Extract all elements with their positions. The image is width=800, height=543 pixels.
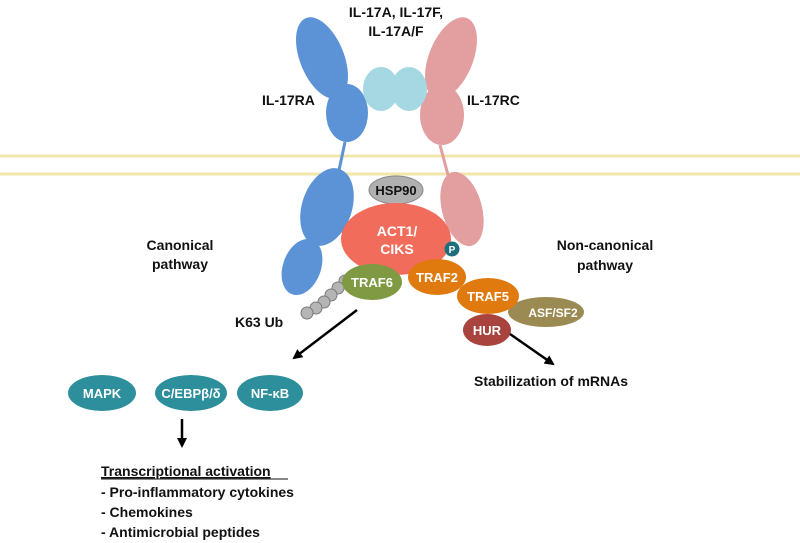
- asf-sf2-label: ASF/SF2: [528, 306, 578, 320]
- noncanonical-arrow: [509, 332, 555, 366]
- nfkb-label: NF-κB: [251, 386, 289, 401]
- il17rc-transmembrane: [438, 144, 450, 176]
- k63-ub-label: K63 Ub: [235, 314, 283, 330]
- mapk-label: MAPK: [83, 386, 122, 401]
- ligand-left-subunit: [363, 67, 399, 111]
- traf6-label: TRAF6: [351, 275, 393, 290]
- ligand-right-subunit: [391, 67, 427, 111]
- cebp-label: C/EBPβ/δ: [161, 386, 220, 401]
- hur-protein: [463, 314, 511, 346]
- il17rc-middle-domain: [420, 85, 464, 145]
- traf2-protein: [408, 259, 466, 295]
- act1-ciks-protein: [341, 203, 451, 275]
- il17rc-intracellular-domain: [440, 171, 484, 247]
- nfkb-node: [237, 375, 303, 411]
- outcome-item: - Pro-inflammatory cytokines: [101, 484, 294, 500]
- il17ra-middle-domain: [326, 84, 368, 142]
- cebp-node: [155, 375, 227, 411]
- hur-label: HUR: [473, 323, 502, 338]
- canonical-label-line2: pathway: [152, 256, 208, 272]
- il17rc-label: IL-17RC: [467, 92, 520, 108]
- noncanonical-label-line1: Non-canonical: [557, 237, 653, 253]
- act1-label-line2: CIKS: [380, 241, 413, 257]
- stabilization-label: Stabilization of mRNAs: [474, 373, 628, 389]
- il17ra-intracellular-domain: [300, 168, 354, 246]
- ubiquitin-bead: [300, 306, 314, 320]
- traf6-protein: [342, 264, 402, 300]
- noncanonical-label-line2: pathway: [577, 257, 633, 273]
- traf5-protein: [457, 278, 519, 314]
- il17ra-sefir-domain: [281, 238, 323, 296]
- transcription-title: Transcriptional activation: [101, 463, 271, 479]
- asf-sf2-protein: [508, 297, 584, 327]
- il17ra-top-domain: [296, 17, 348, 99]
- phospho-label: P: [449, 245, 456, 256]
- traf2-label: TRAF2: [416, 270, 458, 285]
- traf5-label: TRAF5: [467, 289, 509, 304]
- phosphorylation-marker: [444, 241, 460, 257]
- ligand-label-line1: IL-17A, IL-17F,: [349, 4, 443, 20]
- outcome-item: - Chemokines: [101, 504, 193, 520]
- outcome-item: - Antimicrobial peptides: [101, 524, 260, 540]
- il17ra-label: IL-17RA: [262, 92, 315, 108]
- ligand-label-line2: IL-17A/F: [368, 23, 424, 39]
- canonical-label-line1: Canonical: [147, 237, 214, 253]
- il17rc-top-domain: [425, 17, 477, 99]
- act1-label-line1: ACT1/: [377, 223, 418, 239]
- canonical-arrow: [292, 309, 358, 360]
- hsp90-label: HSP90: [375, 183, 416, 198]
- mapk-node: [68, 375, 136, 411]
